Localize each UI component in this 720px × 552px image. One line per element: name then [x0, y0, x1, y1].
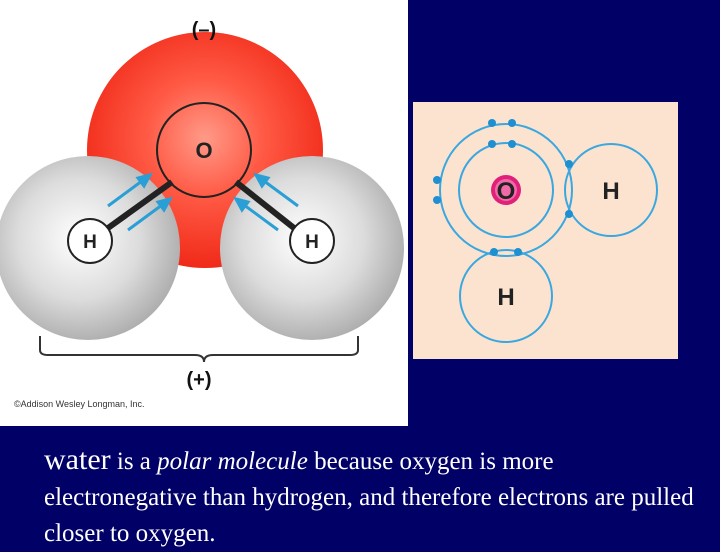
oxygen-outer-shell: [439, 123, 573, 257]
arrow-left-group: [107, 172, 173, 232]
hydrogen-right-label: H: [305, 232, 319, 253]
arrow-head-icon: [135, 172, 153, 189]
caption-italic: polar molecule: [157, 448, 308, 475]
arrow-head-icon: [233, 196, 251, 213]
bond-right: [234, 179, 296, 231]
hydrogen-right-atom-circle: [289, 218, 335, 264]
electron: [433, 176, 441, 184]
arrow-head-icon: [253, 172, 271, 189]
oxygen-nucleus-inner: [495, 179, 517, 201]
electron: [565, 160, 573, 168]
brace: [39, 336, 359, 363]
caption-text: water is a polar molecule because oxygen…: [44, 442, 704, 552]
copyright-text: ©Addison Wesley Longman, Inc.: [14, 399, 145, 409]
charge-bottom-label: (+): [187, 369, 212, 391]
electron: [565, 210, 573, 218]
arrow-right-group: [233, 172, 299, 232]
oxygen-inner-shell: [458, 142, 554, 238]
electron-shell-svg: O H H: [433, 119, 658, 343]
hydrogen-bottom-shell: [459, 249, 553, 343]
bond-left: [106, 179, 174, 231]
electron: [490, 248, 498, 256]
water-molecule-svg: (–) O H H (+) ©Addison Wesley Longman, I…: [0, 19, 404, 409]
hydrogen-bottom-shell-label: H: [497, 284, 514, 311]
electron: [508, 140, 516, 148]
arrow-head-icon: [155, 196, 173, 213]
electron: [508, 119, 516, 127]
caption-part1: is a: [110, 448, 158, 475]
caption-lead: water: [44, 443, 111, 476]
electron: [433, 196, 441, 204]
hydrogen-left-label: H: [83, 232, 97, 253]
oxygen-atom-circle: [156, 102, 252, 198]
electron: [488, 140, 496, 148]
electrons-group: [433, 119, 573, 256]
hydrogen-right-shell-label: H: [602, 178, 619, 205]
electron-shell-diagram: O H H: [413, 102, 678, 359]
hydrogen-right-shell: [564, 143, 658, 237]
oxygen-label: O: [195, 138, 212, 163]
oxygen-shell-label: O: [497, 178, 516, 205]
electron: [488, 119, 496, 127]
charge-top-label: (–): [192, 19, 216, 41]
hydrogen-left-atom-circle: [67, 218, 113, 264]
electron: [514, 248, 522, 256]
water-molecule-diagram: (–) O H H (+) ©Addison Wesley Longman, I…: [0, 0, 408, 426]
